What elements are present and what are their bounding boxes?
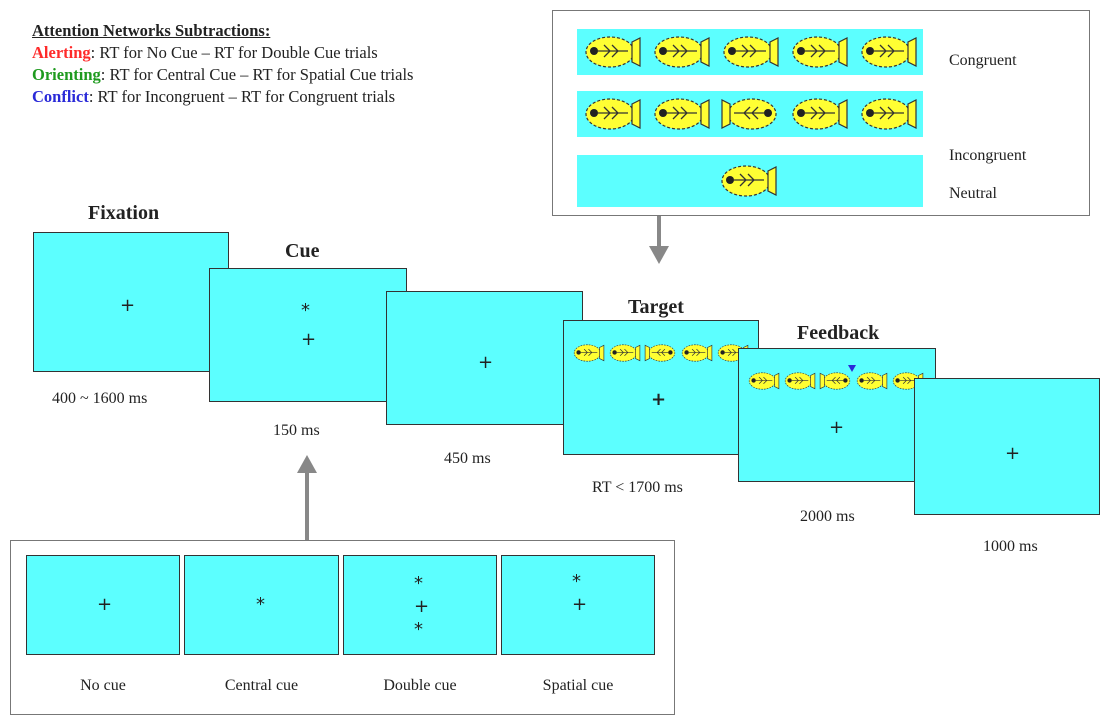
feedback-marker-icon: [848, 365, 856, 372]
incongruent-strip: [577, 91, 923, 137]
fish-left-icon: [680, 343, 713, 363]
fish-left-icon: [857, 34, 919, 70]
target-arrow-head: [649, 246, 669, 264]
duration-iti: 1000 ms: [983, 538, 1038, 556]
duration-fixation: 400 ~ 1600 ms: [52, 390, 147, 408]
conflict-term: Conflict: [32, 87, 89, 106]
feedback-fixation-cross: +: [829, 419, 844, 437]
spatial-cue-fixation-cross: +: [572, 596, 587, 614]
cue-arrow-head: [297, 455, 317, 473]
orienting-text: : RT for Central Cue – RT for Spatial Cu…: [101, 65, 414, 84]
congruent-fish-row: [581, 34, 926, 70]
cue-asterisk: *: [301, 302, 310, 320]
target-fish-row: [572, 343, 752, 363]
stage-title-cue: Cue: [285, 240, 319, 263]
incongruent-label: Incongruent: [949, 147, 1026, 165]
iti-screen: +: [914, 378, 1100, 515]
interval-screen: +: [386, 291, 583, 425]
fish-left-icon: [719, 34, 781, 70]
target-types-panel: Congruent Incongruent Neutral: [552, 10, 1090, 216]
incongruent-fish-row: [581, 96, 926, 132]
stage-title-feedback: Feedback: [797, 322, 879, 345]
conflict-text: : RT for Incongruent – RT for Congruent …: [89, 87, 395, 106]
duration-interval: 450 ms: [444, 450, 491, 468]
central-cue-asterisk: *: [256, 596, 265, 614]
duration-cue: 150 ms: [273, 422, 320, 440]
congruent-label: Congruent: [949, 52, 1017, 70]
no-cue-label: No cue: [26, 677, 180, 695]
double-cue-screen: * + *: [343, 555, 497, 655]
stage-title-fixation: Fixation: [88, 202, 159, 225]
legend-conflict: Conflict: RT for Incongruent – RT for Co…: [32, 86, 413, 108]
congruent-strip: [577, 29, 923, 75]
double-cue-top-asterisk: *: [414, 575, 423, 593]
iti-fixation-cross: +: [1005, 445, 1020, 463]
alerting-text: : RT for No Cue – RT for Double Cue tria…: [91, 43, 378, 62]
fish-left-icon: [855, 371, 888, 391]
spatial-cue-screen: * +: [501, 555, 655, 655]
cue-arrow-shaft: [305, 470, 309, 540]
legend-orienting: Orienting: RT for Central Cue – RT for S…: [32, 64, 413, 86]
cue-fixation-cross: +: [301, 331, 316, 349]
fish-left-icon: [747, 371, 780, 391]
legend-title: Attention Networks Subtractions:: [32, 20, 413, 42]
fixation-cross: +: [120, 297, 135, 315]
double-cue-label: Double cue: [343, 677, 497, 695]
spatial-cue-asterisk: *: [572, 573, 581, 591]
interval-fixation-cross: +: [478, 354, 493, 372]
orienting-term: Orienting: [32, 65, 101, 84]
feedback-fish-row: [747, 371, 927, 391]
feedback-screen: +: [738, 348, 936, 482]
fish-right-icon: [719, 96, 781, 132]
fish-left-icon: [572, 343, 605, 363]
neutral-label: Neutral: [949, 185, 997, 203]
fish-left-icon: [581, 96, 643, 132]
fish-left-icon: [608, 343, 641, 363]
neutral-strip: [577, 155, 923, 207]
duration-target: RT < 1700 ms: [592, 479, 683, 497]
fish-left-icon: [783, 371, 816, 391]
double-cue-fixation-cross: +: [414, 598, 429, 616]
spatial-cue-label: Spatial cue: [501, 677, 655, 695]
alerting-term: Alerting: [32, 43, 91, 62]
double-cue-bottom-asterisk: *: [414, 621, 423, 639]
duration-feedback: 2000 ms: [800, 508, 855, 526]
stage-title-target: Target: [628, 296, 684, 319]
target-screen: +: [563, 320, 759, 455]
fish-left-icon: [581, 34, 643, 70]
target-fixation-cross: +: [651, 391, 666, 409]
fish-left-icon: [717, 163, 779, 199]
fixation-screen: +: [33, 232, 229, 372]
legend-alerting: Alerting: RT for No Cue – RT for Double …: [32, 42, 413, 64]
fish-left-icon: [788, 34, 850, 70]
fish-right-icon: [644, 343, 677, 363]
no-cue-fixation-cross: +: [97, 596, 112, 614]
central-cue-screen: *: [184, 555, 339, 655]
neutral-fish-row: [717, 163, 779, 199]
cue-screen: * +: [209, 268, 407, 402]
attention-networks-legend: Attention Networks Subtractions: Alertin…: [32, 20, 413, 108]
fish-left-icon: [857, 96, 919, 132]
fish-left-icon: [650, 34, 712, 70]
central-cue-label: Central cue: [184, 677, 339, 695]
no-cue-screen: +: [26, 555, 180, 655]
fish-left-icon: [650, 96, 712, 132]
cue-types-panel: + * * + * * + No cue Central cue Double …: [10, 540, 675, 715]
target-arrow-shaft: [657, 216, 661, 250]
fish-right-icon: [819, 371, 852, 391]
fish-left-icon: [788, 96, 850, 132]
